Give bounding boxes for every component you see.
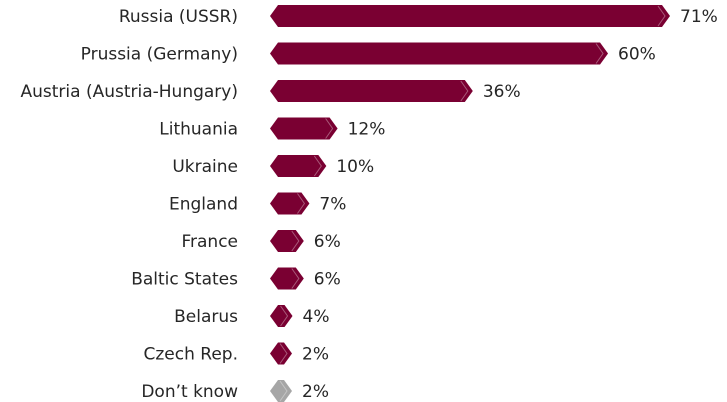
bar-chevron-divider bbox=[460, 80, 469, 102]
bar bbox=[270, 380, 292, 402]
value-label: 4% bbox=[303, 307, 330, 327]
value-label: 12% bbox=[348, 120, 386, 140]
bar-chevron-divider bbox=[657, 5, 666, 27]
bar-chevron-divider bbox=[595, 43, 604, 64]
value-label: 60% bbox=[618, 45, 656, 65]
value-label: 2% bbox=[302, 345, 329, 365]
category-label: England bbox=[169, 195, 238, 215]
bar-chevron-divider bbox=[280, 305, 289, 327]
category-label: Don’t know bbox=[141, 382, 238, 402]
bar-chevron-divider bbox=[325, 118, 334, 139]
bar-chevron-divider bbox=[279, 343, 288, 364]
category-label: Austria (Austria-Hungary) bbox=[20, 82, 238, 102]
value-label: 71% bbox=[680, 7, 718, 27]
category-label: Lithuania bbox=[159, 120, 238, 140]
value-label: 2% bbox=[302, 382, 329, 402]
category-label: France bbox=[181, 232, 238, 252]
bar bbox=[270, 267, 304, 290]
bar bbox=[270, 42, 609, 65]
category-label: Belarus bbox=[174, 307, 238, 327]
value-label: 6% bbox=[314, 270, 341, 290]
category-label: Czech Rep. bbox=[144, 345, 238, 365]
bar bbox=[270, 230, 304, 252]
bar bbox=[270, 192, 310, 215]
value-label: 10% bbox=[336, 157, 374, 177]
value-label: 7% bbox=[319, 195, 346, 215]
value-label: 6% bbox=[314, 232, 341, 252]
value-label: 36% bbox=[483, 82, 521, 102]
bar bbox=[270, 80, 473, 102]
bar-chevron-divider bbox=[291, 230, 300, 252]
bar-chevron-divider bbox=[279, 380, 288, 402]
bar bbox=[270, 117, 338, 140]
bar bbox=[270, 305, 293, 327]
category-label: Ukraine bbox=[172, 157, 238, 177]
bar-chevron-divider bbox=[291, 268, 300, 289]
bar-chevron-divider bbox=[313, 155, 322, 177]
bar-chevron-divider bbox=[297, 193, 306, 214]
bar bbox=[270, 5, 670, 27]
category-label: Baltic States bbox=[131, 270, 238, 290]
category-label: Prussia (Germany) bbox=[81, 45, 238, 65]
category-label: Russia (USSR) bbox=[119, 7, 238, 27]
bar bbox=[270, 342, 292, 365]
bar bbox=[270, 155, 327, 177]
